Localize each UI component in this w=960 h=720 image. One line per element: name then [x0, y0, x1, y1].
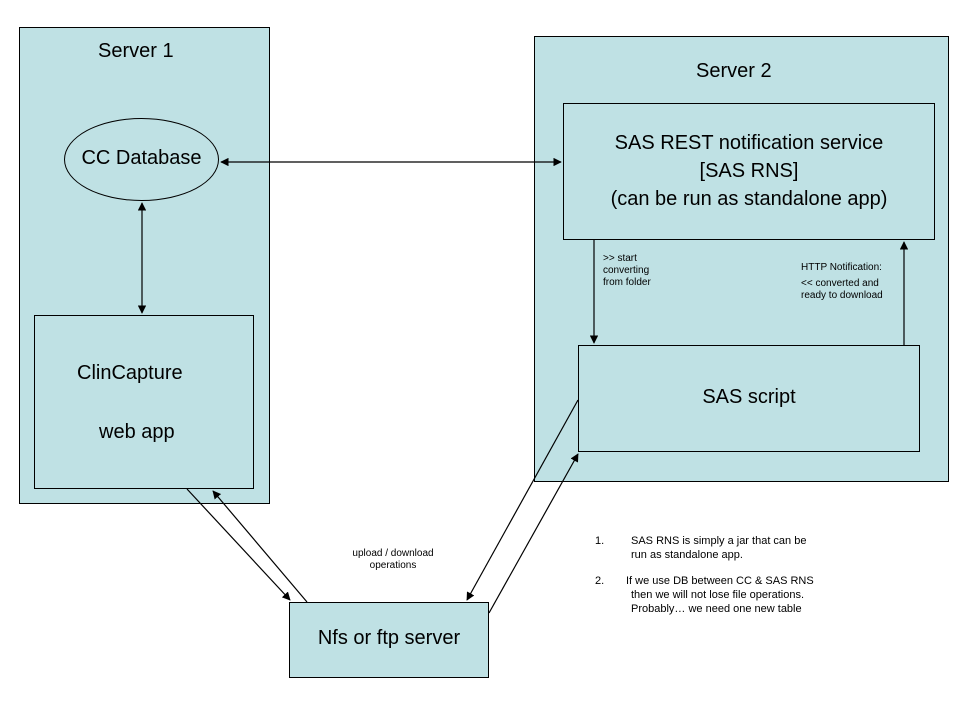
note-1: 1. SAS RNS is simply a jar that can be r…: [595, 534, 865, 562]
start-note-line1: >> start: [603, 253, 637, 264]
note-2-line3: Probably… we need one new table: [631, 603, 802, 615]
script-to-nfs-arrow: [466, 399, 579, 601]
sas-rns-line1: SAS REST notification service: [614, 132, 884, 154]
note-1-number: 1.: [595, 535, 605, 547]
http-note-line1: HTTP Notification:: [801, 262, 882, 273]
ops-line1: upload / download: [352, 548, 434, 559]
server2-title: Server 2: [696, 60, 772, 82]
note-1-line1: SAS RNS is simply a jar that can be: [631, 535, 807, 547]
webapp-label: web app: [99, 421, 175, 443]
note-2-line2: then we will not lose file operations.: [631, 589, 805, 601]
upload-download-note: upload / download operations: [333, 548, 453, 572]
cc-database-label: CC Database: [81, 147, 202, 169]
start-converting-note: >> start converting from folder: [603, 253, 683, 289]
note-2: 2. If we use DB between CC & SAS RNS the…: [595, 574, 875, 616]
start-note-line3: from folder: [603, 277, 651, 288]
cc-database-node[interactable]: [64, 118, 219, 201]
note-2-line1: If we use DB between CC & SAS RNS: [626, 575, 814, 587]
webapp-to-nfs-arrow: [186, 488, 291, 601]
sas-rns-line2: [SAS RNS]: [699, 160, 799, 182]
nfs-to-webapp-arrow: [212, 490, 308, 603]
sas-script-box[interactable]: [578, 345, 920, 452]
nfs-server-box[interactable]: [289, 602, 489, 678]
start-note-line2: converting: [603, 265, 650, 276]
clincapture-label: ClinCapture: [77, 362, 183, 384]
http-note-line2: << converted and: [801, 278, 879, 289]
ops-line2: operations: [369, 560, 417, 571]
nfs-server-label: Nfs or ftp server: [317, 627, 461, 649]
sas-script-label: SAS script: [702, 386, 796, 408]
sas-rns-box[interactable]: [563, 103, 935, 240]
nfs-to-script-arrow: [488, 453, 579, 614]
server1-title: Server 1: [98, 40, 174, 62]
sas-rns-line3: (can be run as standalone app): [610, 188, 888, 210]
http-note-line3: ready to download: [801, 290, 883, 301]
note-1-line2: run as standalone app.: [631, 549, 743, 561]
http-notification-note: HTTP Notification: << converted and read…: [801, 262, 911, 302]
note-2-number: 2.: [595, 575, 605, 587]
clincapture-webapp-box[interactable]: [34, 315, 254, 489]
